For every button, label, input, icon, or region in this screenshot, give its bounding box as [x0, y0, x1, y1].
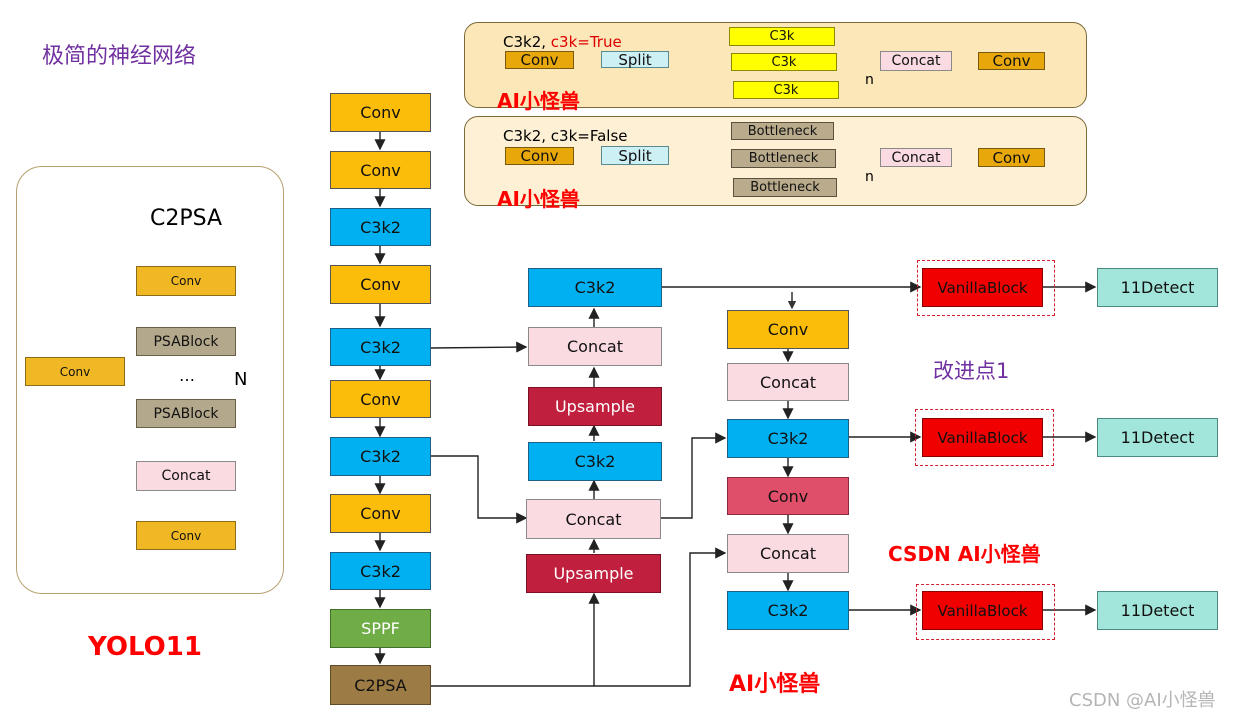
neck-concat-1: Concat: [528, 327, 662, 366]
p2-brand: AI小怪兽: [497, 187, 580, 211]
p2-n-label: n: [865, 169, 874, 185]
vanilla-frame-2: [915, 409, 1054, 466]
neck-upsample-1: Upsample: [528, 387, 662, 426]
backbone-conv-3: Conv: [330, 265, 431, 304]
backbone-conv-1: Conv: [330, 93, 431, 132]
backbone-c3k2-3: C3k2: [330, 437, 431, 476]
p1-n-label: n: [865, 72, 874, 88]
c2psa-conv-side: Conv: [25, 357, 125, 386]
backbone-c3k2-2: C3k2: [330, 328, 431, 366]
pan-conv-1: Conv: [727, 310, 849, 349]
backbone-c3k2-1: C3k2: [330, 208, 431, 246]
p1-c3k-1: C3k: [729, 27, 835, 46]
page-title: 极简的神经网络: [42, 44, 197, 69]
c2psa-psablock-1: PSABlock: [136, 327, 236, 356]
backbone-conv-4: Conv: [330, 380, 431, 418]
p2-split: Split: [601, 146, 669, 165]
neck-concat-2: Concat: [526, 499, 661, 539]
detect-1: 11Detect: [1097, 268, 1218, 307]
c2psa-n-label: N: [234, 369, 248, 390]
c3k2-true-header-prefix: C3k2,: [503, 33, 551, 51]
c2psa-conv-bottom: Conv: [136, 521, 236, 550]
backbone-conv-5: Conv: [330, 494, 431, 533]
c2psa-conv-top: Conv: [136, 266, 236, 296]
c3k2-true-header-flag: c3k=True: [550, 33, 622, 51]
p1-split: Split: [601, 51, 669, 69]
p2-concat: Concat: [880, 148, 952, 167]
brand-csdn: CSDN AI小怪兽: [888, 542, 1041, 566]
p1-conv-in: Conv: [505, 51, 574, 69]
pan-conv-2: Conv: [727, 477, 849, 515]
c2psa-psablock-2: PSABlock: [136, 399, 236, 428]
neck-c3k2-mid: C3k2: [528, 442, 662, 481]
p1-c3k-2: C3k: [731, 53, 837, 71]
c2psa-dots: …: [179, 366, 195, 385]
brand-bottom: AI小怪兽: [729, 672, 821, 697]
improvement-label: 改进点1: [933, 359, 1010, 383]
p2-bottleneck-1: Bottleneck: [731, 122, 834, 140]
neck-upsample-2: Upsample: [526, 554, 661, 593]
c2psa-panel-title: C2PSA: [150, 206, 223, 231]
pan-c3k2-2: C3k2: [727, 591, 849, 630]
p1-concat: Concat: [880, 51, 952, 71]
vanilla-block-1: VanillaBlock: [922, 268, 1043, 307]
backbone-c2psa: C2PSA: [330, 665, 431, 705]
p1-brand: AI小怪兽: [497, 89, 580, 113]
p2-bottleneck-2: Bottleneck: [731, 149, 836, 168]
p2-bottleneck-3: Bottleneck: [733, 178, 837, 197]
detect-3: 11Detect: [1097, 591, 1218, 630]
neck-c3k2-top: C3k2: [528, 268, 662, 307]
backbone-sppf: SPPF: [330, 609, 431, 648]
p2-conv-in: Conv: [505, 147, 574, 165]
p2-conv-out: Conv: [978, 148, 1045, 167]
vanilla-frame-3: [916, 584, 1055, 640]
pan-concat-2: Concat: [727, 534, 849, 573]
c2psa-concat: Concat: [136, 461, 236, 491]
p2-header: C3k2, c3k=False: [503, 127, 628, 145]
vanilla-block-3: VanillaBlock: [922, 591, 1043, 630]
detect-2: 11Detect: [1097, 418, 1218, 457]
backbone-conv-2: Conv: [330, 151, 431, 189]
p1-conv-out: Conv: [978, 52, 1045, 70]
vanilla-frame-1: [917, 260, 1055, 316]
vanilla-block-2: VanillaBlock: [922, 418, 1043, 457]
backbone-c3k2-4: C3k2: [330, 552, 431, 590]
yolo-label: YOLO11: [88, 632, 202, 662]
watermark: CSDN @AI小怪兽: [1069, 690, 1216, 711]
pan-c3k2-1: C3k2: [727, 419, 849, 458]
c3k2-true-header: C3k2, c3k=True: [503, 33, 622, 51]
p1-c3k-3: C3k: [733, 81, 839, 99]
pan-concat-1: Concat: [727, 363, 849, 401]
